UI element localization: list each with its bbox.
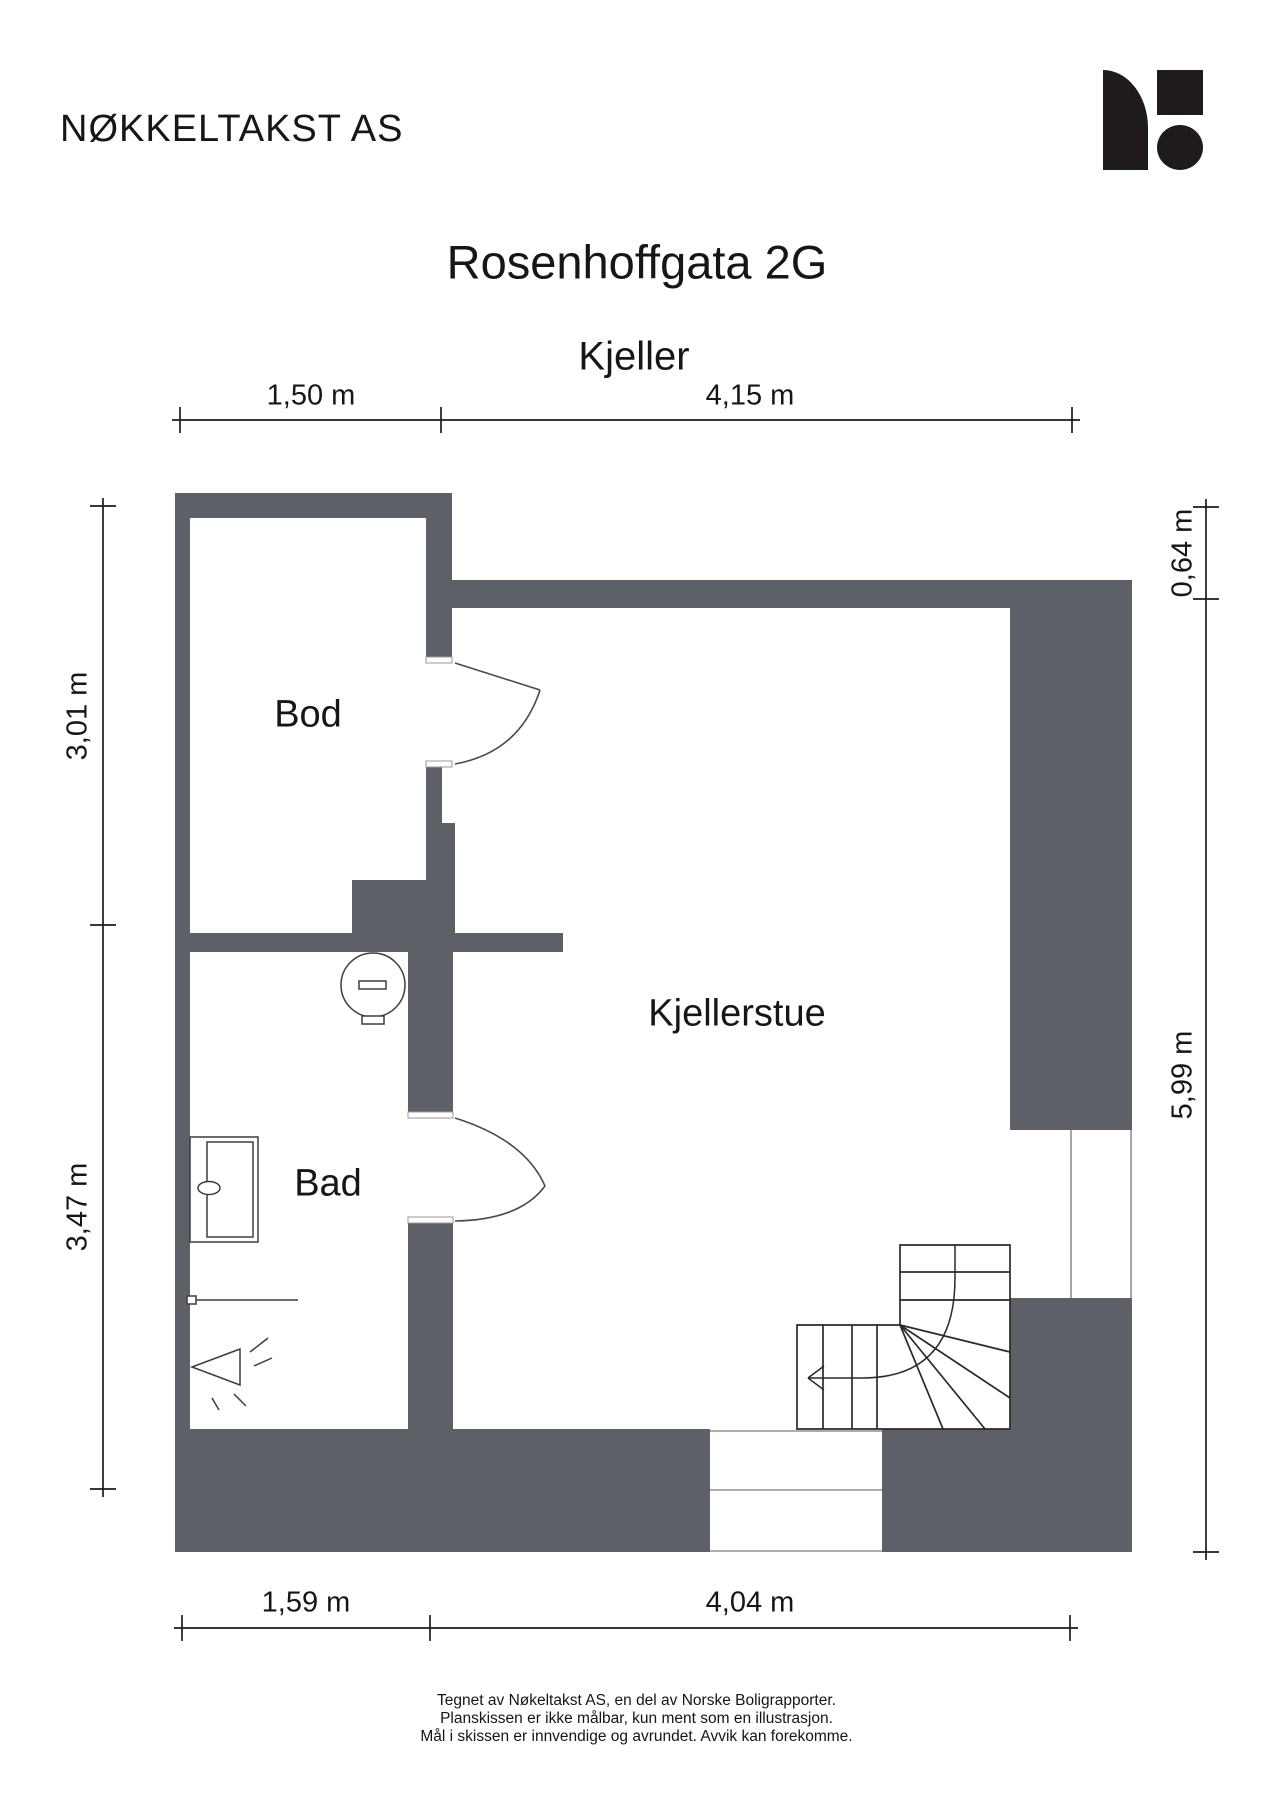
footer-line-2: Planskissen er ikke målbar, kun ment som… [440, 1710, 833, 1727]
room-label-bad: Bad [294, 1162, 362, 1205]
footer-line-3: Mål i skissen er innvendige og avrundet.… [420, 1728, 853, 1745]
wall-bod-bad-divider [175, 933, 563, 952]
dimension-lines [90, 407, 1219, 1641]
wall-bod-right-upper [426, 493, 452, 657]
wall-top-left [175, 493, 452, 518]
nokkeltakst-logo-icon [1103, 70, 1203, 170]
dim-right-lower: 5,99 m [1166, 1030, 1199, 1120]
company-name: NØKKELTAKST AS [60, 108, 404, 150]
bathroom-fixtures [186, 952, 406, 1411]
dim-left-lower: 3,47 m [61, 1162, 94, 1252]
dim-right-upper: 0,64 m [1166, 508, 1199, 598]
wall-bad-right-lower [408, 1223, 453, 1429]
footer-line-1: Tegnet av Nøkeltakst AS, en del av Norsk… [437, 1692, 836, 1709]
wall-bottom-right [882, 1429, 1132, 1552]
dim-top-left: 1,50 m [266, 379, 356, 412]
page-title: Rosenhoffgata 2G [446, 235, 828, 289]
room-label-kjellerstue: Kjellerstue [648, 992, 826, 1035]
shower-partition-line [186, 1295, 298, 1305]
dim-bottom-right: 4,04 m [705, 1586, 795, 1619]
door-swing-icon [407, 656, 546, 1224]
wall-bod-right-below-door [426, 767, 442, 823]
dim-bottom-left: 1,59 m [261, 1586, 351, 1619]
wall-bad-right-upper [408, 952, 453, 1112]
wall-bottom-left [175, 1429, 710, 1552]
recess-lines [710, 1130, 1132, 1552]
room-label-bod: Bod [274, 693, 342, 736]
shower-icon [189, 1337, 273, 1411]
wall-outer-right-lower [1010, 1298, 1132, 1429]
wall-outer-left [175, 493, 190, 1552]
water-heater-icon [340, 952, 406, 1025]
wall-bod-right-lower [426, 823, 455, 933]
logo-square [1157, 70, 1203, 115]
logo-circle [1157, 125, 1203, 170]
winder-stairs-icon [796, 1244, 1011, 1430]
dim-left-upper: 3,01 m [61, 671, 94, 761]
bathroom-sink-icon [189, 1136, 259, 1243]
wall-outer-right-upper [1010, 608, 1132, 1130]
floor-name: Kjeller [578, 334, 690, 379]
footer-disclaimer: Tegnet av Nøkeltakst AS, en del av Norsk… [0, 1692, 1273, 1746]
wall-top-right [438, 580, 1132, 608]
dim-top-right: 4,15 m [705, 379, 795, 412]
